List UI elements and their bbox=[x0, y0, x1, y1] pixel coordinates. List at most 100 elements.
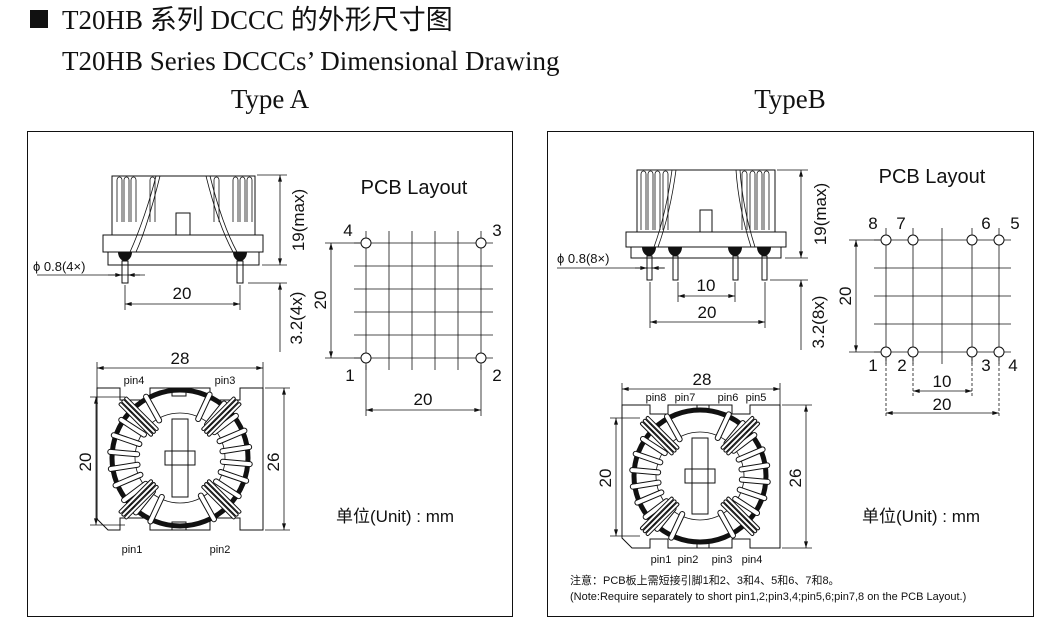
winding-line bbox=[737, 487, 767, 501]
pin-label: pin7 bbox=[675, 392, 696, 404]
pcb-pin-label: 7 bbox=[896, 214, 905, 233]
type-a-pin-diameter: ϕ 0.8(4×) bbox=[33, 259, 85, 274]
winding-line bbox=[641, 497, 673, 530]
winding-line bbox=[641, 422, 673, 455]
type-b-pin-spacing-outer: 20 bbox=[698, 303, 717, 322]
winding-line bbox=[122, 481, 148, 503]
winding-line bbox=[119, 403, 153, 436]
pcb-pad-icon bbox=[880, 346, 892, 358]
winding-line bbox=[202, 397, 235, 431]
winding-line bbox=[669, 512, 685, 540]
type-b-panel bbox=[547, 131, 1034, 617]
winding-line bbox=[119, 480, 153, 513]
winding-line bbox=[739, 477, 770, 484]
type-b-label: TypeB bbox=[754, 84, 826, 114]
type-b-inner-height: 20 bbox=[596, 469, 615, 488]
title-bullet-icon bbox=[30, 10, 48, 28]
winding-line bbox=[733, 496, 760, 516]
center-divider bbox=[691, 437, 709, 515]
winding-line bbox=[207, 403, 241, 436]
winding-line bbox=[763, 170, 770, 230]
pcb-pad-icon bbox=[966, 346, 978, 358]
type-b-outer-height: 26 bbox=[786, 469, 805, 488]
type-b-note-cn: 注意：PCB板上需短接引脚1和2、3和4、5和6、7和8。 bbox=[570, 573, 840, 587]
pcb-pin-label: 1 bbox=[868, 356, 877, 375]
type-b-pin-spacing-inner: 10 bbox=[697, 276, 716, 295]
center-divider bbox=[171, 418, 189, 498]
winding-line bbox=[198, 493, 216, 522]
title-cn: T20HB 系列 DCCC 的外形尺寸图 bbox=[62, 5, 453, 35]
winding-line bbox=[715, 412, 731, 440]
type-b-top-view: 28 pin8 pin7 pin6 pin5 pin1 pin2 pin3 pi… bbox=[596, 370, 812, 566]
winding-line bbox=[144, 394, 162, 423]
type-b-pcb-layout: PCB Layout 8 7 6 5 1 2 3 4 20 10 20 bbox=[836, 166, 1020, 418]
winding-line bbox=[727, 497, 759, 530]
pcb-pad-icon bbox=[907, 346, 919, 358]
winding-line bbox=[736, 447, 765, 462]
type-a-width: 28 bbox=[171, 349, 190, 368]
winding-line bbox=[749, 170, 756, 230]
type-a-inner-height: 20 bbox=[76, 453, 95, 472]
winding-line bbox=[196, 392, 212, 422]
winding-line bbox=[207, 480, 241, 513]
winding-line bbox=[111, 433, 142, 447]
winding-line bbox=[756, 170, 763, 230]
winding-line bbox=[647, 170, 654, 230]
winding-line bbox=[113, 472, 143, 488]
pcb-pad-icon bbox=[993, 346, 1005, 358]
pin-label: pin6 bbox=[718, 392, 739, 404]
pcb-pad-icon bbox=[475, 352, 487, 364]
winding-line bbox=[108, 449, 140, 457]
type-b-pcb-title: PCB Layout bbox=[879, 166, 986, 188]
toroid-inner bbox=[655, 431, 745, 521]
type-b-pcb-dim-vertical: 20 bbox=[836, 287, 855, 306]
winding-line bbox=[125, 397, 158, 431]
winding-line bbox=[630, 480, 661, 489]
winding-line bbox=[741, 170, 748, 230]
winding-line bbox=[635, 490, 664, 505]
winding-line bbox=[148, 494, 164, 524]
winding-line bbox=[721, 417, 754, 449]
winding-line bbox=[246, 176, 253, 222]
type-a-outer-height: 26 bbox=[264, 453, 283, 472]
pcb-pin-label: 8 bbox=[868, 214, 877, 233]
winding-line bbox=[220, 445, 252, 454]
pcb-pad-icon bbox=[360, 352, 372, 364]
pcb-pin-label: 1 bbox=[345, 366, 354, 385]
winding-line bbox=[116, 176, 123, 222]
winding-line bbox=[643, 419, 676, 452]
toroid-inner bbox=[134, 412, 226, 504]
pcb-pad-icon bbox=[966, 234, 978, 246]
type-b-pcb-dim-inner: 10 bbox=[933, 372, 952, 391]
center-divider bbox=[691, 437, 709, 515]
winding-line bbox=[665, 414, 682, 442]
type-b-pin-length: 3.2(8x) bbox=[809, 296, 828, 349]
winding-line bbox=[646, 503, 679, 535]
pcb-pad-icon bbox=[880, 234, 892, 246]
pcb-pad-icon bbox=[475, 237, 487, 249]
toroid-core bbox=[631, 407, 769, 545]
winding-line bbox=[654, 170, 661, 230]
pcb-pin-label: 6 bbox=[981, 214, 990, 233]
pin-label: pin3 bbox=[712, 554, 733, 566]
winding-line bbox=[217, 428, 247, 444]
type-a-pcb-title: PCB Layout bbox=[361, 177, 468, 199]
center-tab bbox=[684, 468, 716, 484]
winding-line bbox=[630, 468, 661, 475]
winding-line bbox=[213, 176, 220, 222]
winding-line bbox=[212, 413, 238, 435]
winding-line bbox=[130, 176, 137, 222]
type-b-pcb-dim-outer: 20 bbox=[933, 395, 952, 414]
pcb-pin-label: 2 bbox=[897, 356, 906, 375]
pcb-pad-icon bbox=[993, 234, 1005, 246]
winding-line bbox=[232, 176, 239, 222]
winding-line bbox=[119, 417, 146, 437]
pcb-pin-label: 3 bbox=[492, 221, 501, 240]
type-b-height-max: 19(max) bbox=[811, 183, 830, 245]
pin-label: pin2 bbox=[210, 544, 231, 556]
pin-label: pin4 bbox=[124, 375, 145, 387]
winding-line bbox=[633, 451, 663, 465]
winding-line bbox=[218, 469, 249, 483]
toroid-core bbox=[109, 387, 251, 529]
